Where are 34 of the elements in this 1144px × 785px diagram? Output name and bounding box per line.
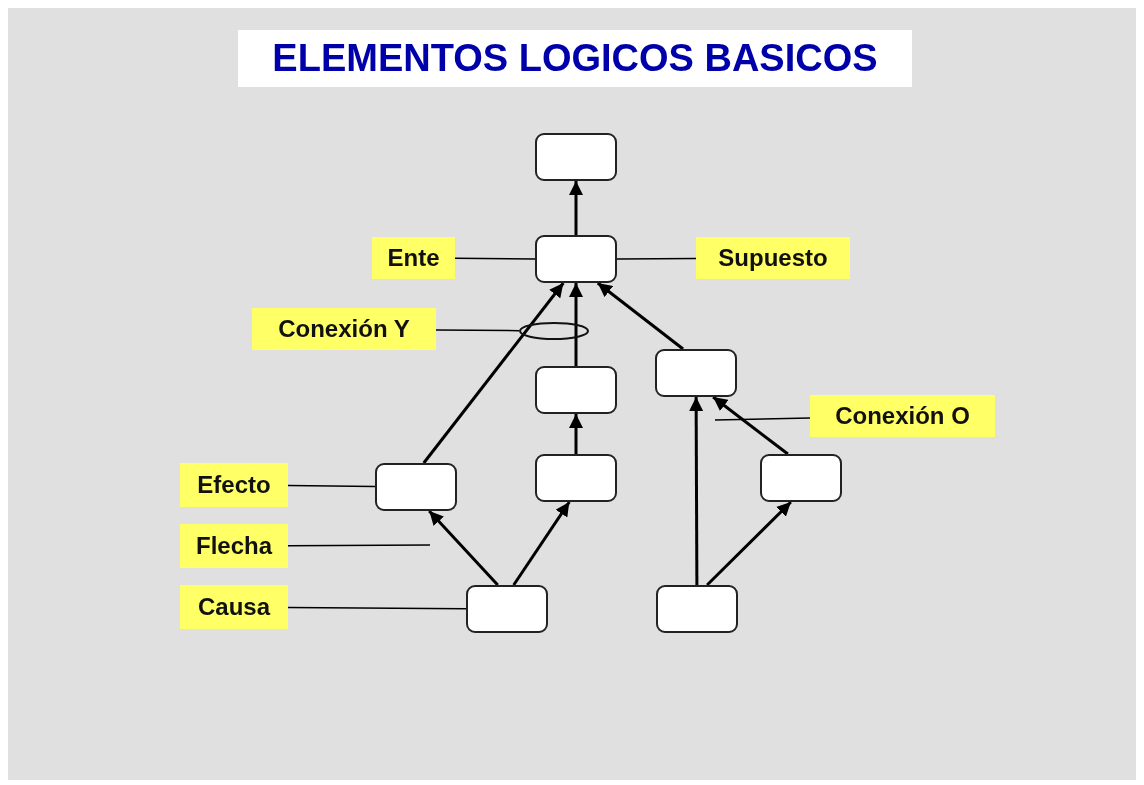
rounded-box [375, 463, 457, 511]
arrow [422, 282, 565, 464]
arrow [569, 181, 583, 235]
label-tag: Conexión Y [252, 308, 436, 350]
rounded-box [760, 454, 842, 502]
label-tag: Conexión O [810, 395, 995, 437]
label-tag: Supuesto [696, 237, 850, 279]
label-tag: Causa [180, 585, 288, 629]
arrow [569, 283, 583, 366]
rounded-box [656, 585, 738, 633]
rounded-box [655, 349, 737, 397]
arrow [512, 501, 571, 586]
leader-line [714, 417, 811, 421]
rounded-box [535, 235, 617, 283]
leader-line [454, 257, 536, 260]
arrow [706, 500, 792, 587]
leader-line [287, 484, 376, 488]
label-tag: Efecto [180, 463, 288, 507]
arrow [569, 414, 583, 454]
arrow [428, 510, 499, 586]
leader-line [287, 606, 467, 610]
title: ELEMENTOS LOGICOS BASICOS [238, 30, 912, 87]
arrow [596, 281, 684, 351]
arrow [712, 395, 789, 456]
arrow [689, 397, 704, 585]
leader-line [435, 329, 520, 332]
label-tag: Flecha [180, 524, 288, 568]
rounded-box [466, 585, 548, 633]
label-tag: Ente [372, 237, 455, 279]
leader-line [287, 544, 431, 547]
rounded-box [535, 133, 617, 181]
leader-line [616, 257, 697, 260]
rounded-box [535, 366, 617, 414]
rounded-box [535, 454, 617, 502]
